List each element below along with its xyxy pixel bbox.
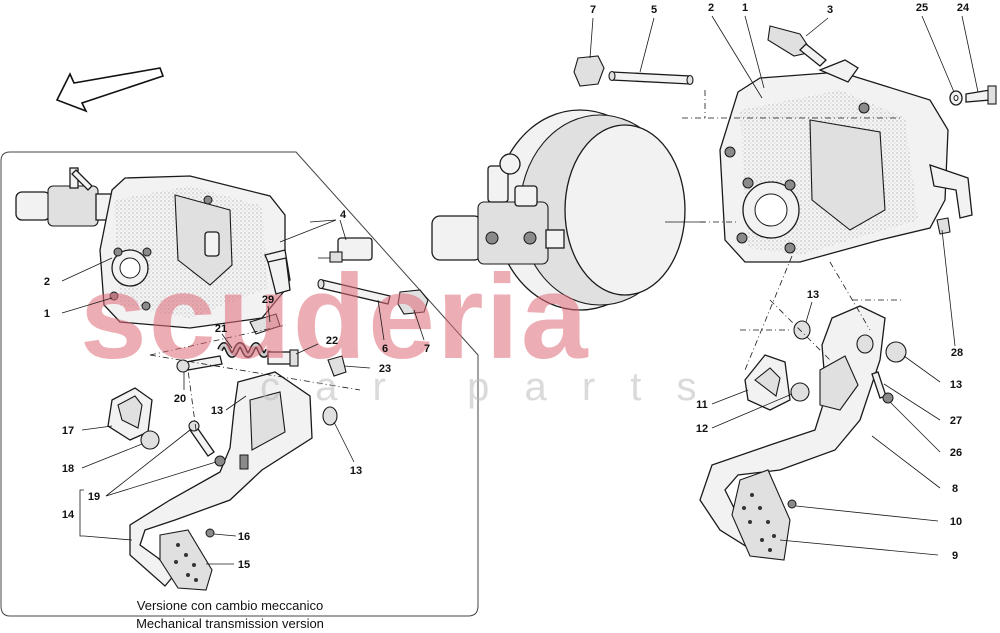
inset-bolt-22 <box>267 349 299 367</box>
callout-4: 4 <box>340 209 347 221</box>
callout-13-main-a: 13 <box>807 289 819 301</box>
callout-24: 24 <box>957 2 970 14</box>
bracket-11 <box>744 354 791 411</box>
callout-1-main: 1 <box>742 2 748 14</box>
callout-9: 9 <box>952 550 958 562</box>
inset-bracket-17 <box>107 387 153 441</box>
callout-10: 10 <box>950 516 962 528</box>
callout-16: 16 <box>238 531 250 543</box>
callout-1-inset: 1 <box>44 308 50 320</box>
callout-3: 3 <box>827 4 833 16</box>
callout-28: 28 <box>951 347 963 359</box>
callout-17: 17 <box>62 425 74 437</box>
watermark-sub: c a r p a r t s <box>260 365 709 409</box>
watermark: scuderia c a r p a r t s <box>80 250 709 409</box>
screw-10 <box>787 499 797 509</box>
callout-labels: 1 2 4 29 6 7 21 22 23 20 13 13 17 18 19 … <box>44 2 970 571</box>
callout-13-inset-b: 13 <box>350 465 362 477</box>
screw-27 <box>871 371 887 399</box>
callout-20: 20 <box>174 393 186 405</box>
caption-english: Mechanical transmission version <box>136 616 324 631</box>
callout-2-inset: 2 <box>44 276 50 288</box>
clip-7 <box>573 55 605 87</box>
callout-26: 26 <box>950 447 962 459</box>
inset-bolt-19 <box>188 420 226 467</box>
inset-master-cylinder <box>15 167 113 227</box>
callout-21: 21 <box>215 323 227 335</box>
callout-7-inset: 7 <box>424 343 430 355</box>
bolt-24 <box>965 85 997 105</box>
caption-italian: Versione con cambio meccanico <box>137 598 323 613</box>
callout-13-inset-a: 13 <box>211 405 223 417</box>
inset-switch <box>318 237 373 263</box>
callout-2-main: 2 <box>708 2 714 14</box>
washer-25 <box>949 90 963 106</box>
inset-rod-20 <box>176 355 223 373</box>
switch-3 <box>767 25 827 67</box>
callout-27: 27 <box>950 415 962 427</box>
callout-6: 6 <box>382 343 388 355</box>
callout-23: 23 <box>379 363 391 375</box>
callout-8: 8 <box>952 483 958 495</box>
bush-13-upper <box>793 320 811 340</box>
callout-13-main-b: 13 <box>950 379 962 391</box>
inset-clip-7 <box>397 289 429 315</box>
watermark-brand: scuderia <box>80 250 590 384</box>
callout-29: 29 <box>262 294 274 306</box>
nut-12 <box>790 382 810 402</box>
inset-clip-23 <box>327 355 347 377</box>
nut-26 <box>882 392 894 404</box>
callout-11: 11 <box>696 399 708 411</box>
callout-12: 12 <box>696 423 708 435</box>
leader-lines <box>61 15 979 565</box>
inset-screw-16 <box>205 528 237 538</box>
inset-caption: Versione con cambio meccanico Mechanical… <box>136 598 324 631</box>
inset-pin-6 <box>317 278 391 305</box>
direction-arrow-icon <box>55 67 165 113</box>
callout-14: 14 <box>62 509 75 521</box>
inset-spring-21 <box>217 342 271 358</box>
inset-pedal <box>129 371 313 591</box>
callout-22: 22 <box>326 335 338 347</box>
callout-25: 25 <box>916 2 928 14</box>
callout-18: 18 <box>62 463 74 475</box>
callout-7-main: 7 <box>590 4 596 16</box>
pin-5 <box>608 70 694 86</box>
brake-pedal <box>699 305 886 561</box>
bush-13-right <box>885 341 907 363</box>
inset-nut-18 <box>140 430 160 450</box>
pedal-box <box>719 59 973 263</box>
inset-frame <box>0 151 479 617</box>
callout-5: 5 <box>651 4 657 16</box>
callout-19: 19 <box>88 491 100 503</box>
clip-28 <box>936 217 951 235</box>
brake-master-cylinder <box>431 153 565 265</box>
callout-15: 15 <box>238 559 250 571</box>
